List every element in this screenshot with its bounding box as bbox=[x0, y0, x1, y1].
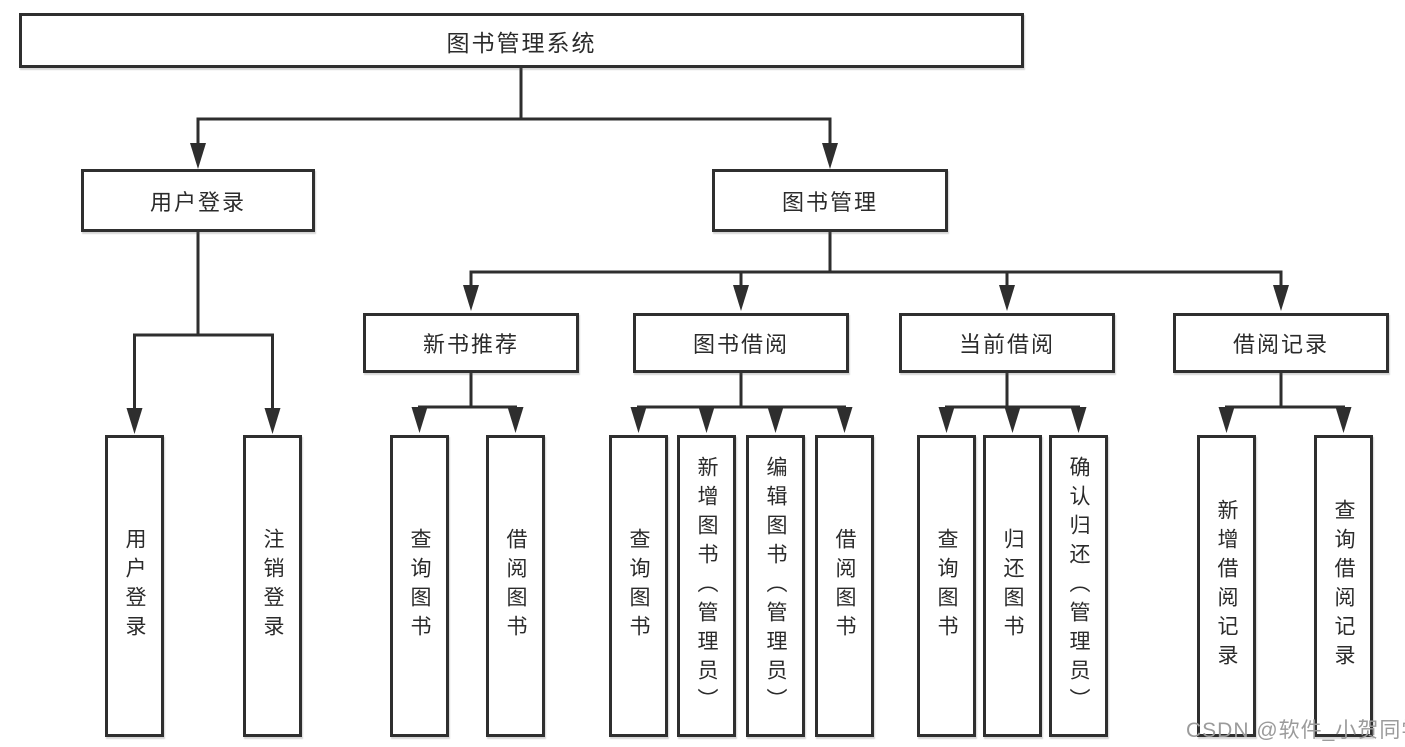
connector-user-login-children bbox=[126, 232, 281, 434]
leaf-add-borrow-record: 新增借阅记录 bbox=[1197, 435, 1256, 737]
leaf-borrow-books: 借阅图书 bbox=[815, 435, 874, 737]
leaf-query-books-current: 查询图书 bbox=[917, 435, 976, 737]
node-new-book-recommend: 新书推荐 bbox=[363, 313, 579, 373]
connector-book-borrow-children bbox=[630, 373, 853, 433]
connector-current-borrow-children bbox=[938, 373, 1087, 433]
leaf-add-books-admin: 新增图书（管理员） bbox=[677, 435, 736, 737]
connector-new-book-recommend-children bbox=[411, 373, 524, 433]
leaf-user-login: 用户登录 bbox=[105, 435, 164, 737]
leaf-query-books-recommend: 查询图书 bbox=[390, 435, 449, 737]
node-library-management-system: 图书管理系统 bbox=[19, 13, 1024, 68]
node-borrow-records: 借阅记录 bbox=[1173, 313, 1389, 373]
leaf-confirm-return-admin: 确认归还（管理员） bbox=[1049, 435, 1108, 737]
leaf-return-books: 归还图书 bbox=[983, 435, 1042, 737]
csdn-watermark: CSDN @软件_小贺同学 bbox=[1186, 719, 1405, 742]
connector-root-to-level2 bbox=[190, 68, 838, 169]
leaf-query-books-borrow: 查询图书 bbox=[609, 435, 668, 737]
connector-borrow-records-children bbox=[1218, 373, 1352, 433]
node-user-login: 用户登录 bbox=[81, 169, 315, 232]
node-book-management: 图书管理 bbox=[712, 169, 948, 232]
leaf-query-borrow-record: 查询借阅记录 bbox=[1314, 435, 1373, 737]
connector-book-management-children bbox=[463, 232, 1289, 311]
leaf-edit-books-admin: 编辑图书（管理员） bbox=[746, 435, 805, 737]
leaf-borrow-books-recommend: 借阅图书 bbox=[486, 435, 545, 737]
leaf-logout: 注销登录 bbox=[243, 435, 302, 737]
node-current-borrow: 当前借阅 bbox=[899, 313, 1115, 373]
node-book-borrow: 图书借阅 bbox=[633, 313, 849, 373]
